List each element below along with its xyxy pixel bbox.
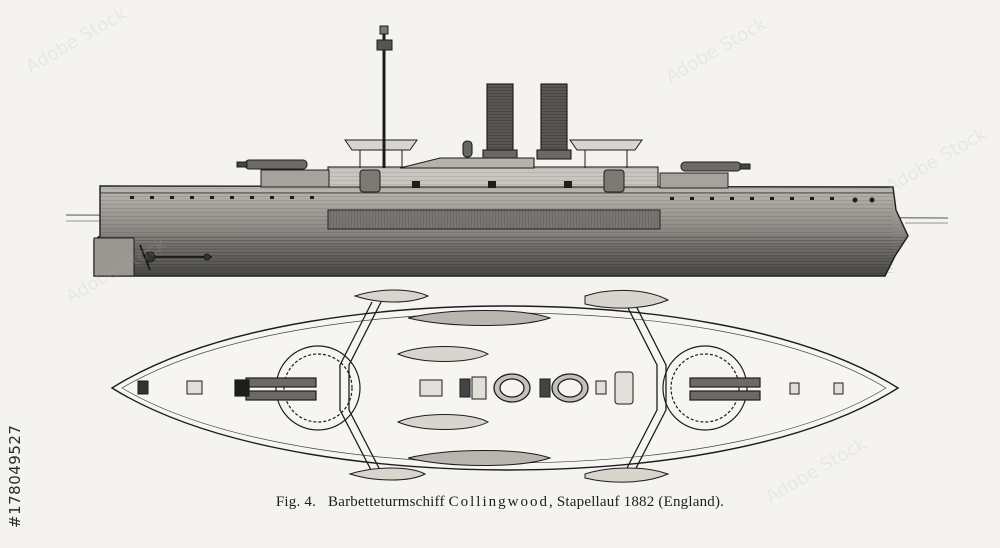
- ship-type: Barbetteturmschiff: [328, 494, 445, 510]
- deck-boats: [348, 289, 670, 483]
- deck-plan: [110, 289, 900, 483]
- aft-barbette-plan: [234, 345, 361, 431]
- aft-gun: [236, 159, 308, 170]
- aft-boat-deck: [344, 139, 418, 168]
- mast: [376, 25, 393, 168]
- figure-caption: Fig. 4. Barbetteturmschiff Collingwood, S…: [0, 494, 1000, 511]
- portholes: [130, 196, 875, 203]
- ship-name: Collingwood: [448, 494, 549, 510]
- funnels-plan: [493, 373, 589, 403]
- fore-boat-deck: [569, 139, 643, 168]
- launch-text: , Stapellauf 1882 (England).: [548, 494, 725, 510]
- davit-beams: [339, 301, 667, 473]
- aft-barbette: [260, 169, 330, 188]
- fore-barbette: [659, 172, 729, 189]
- figure-label: Fig. 4.: [275, 494, 317, 510]
- side-view: [65, 25, 949, 277]
- deck-hatches: [137, 371, 844, 405]
- funnels: [399, 83, 572, 169]
- fore-gun: [680, 161, 751, 172]
- fore-barbette-plan: [662, 345, 761, 431]
- stern-rudder: [93, 237, 212, 277]
- stock-image-id: #178049527: [6, 424, 24, 528]
